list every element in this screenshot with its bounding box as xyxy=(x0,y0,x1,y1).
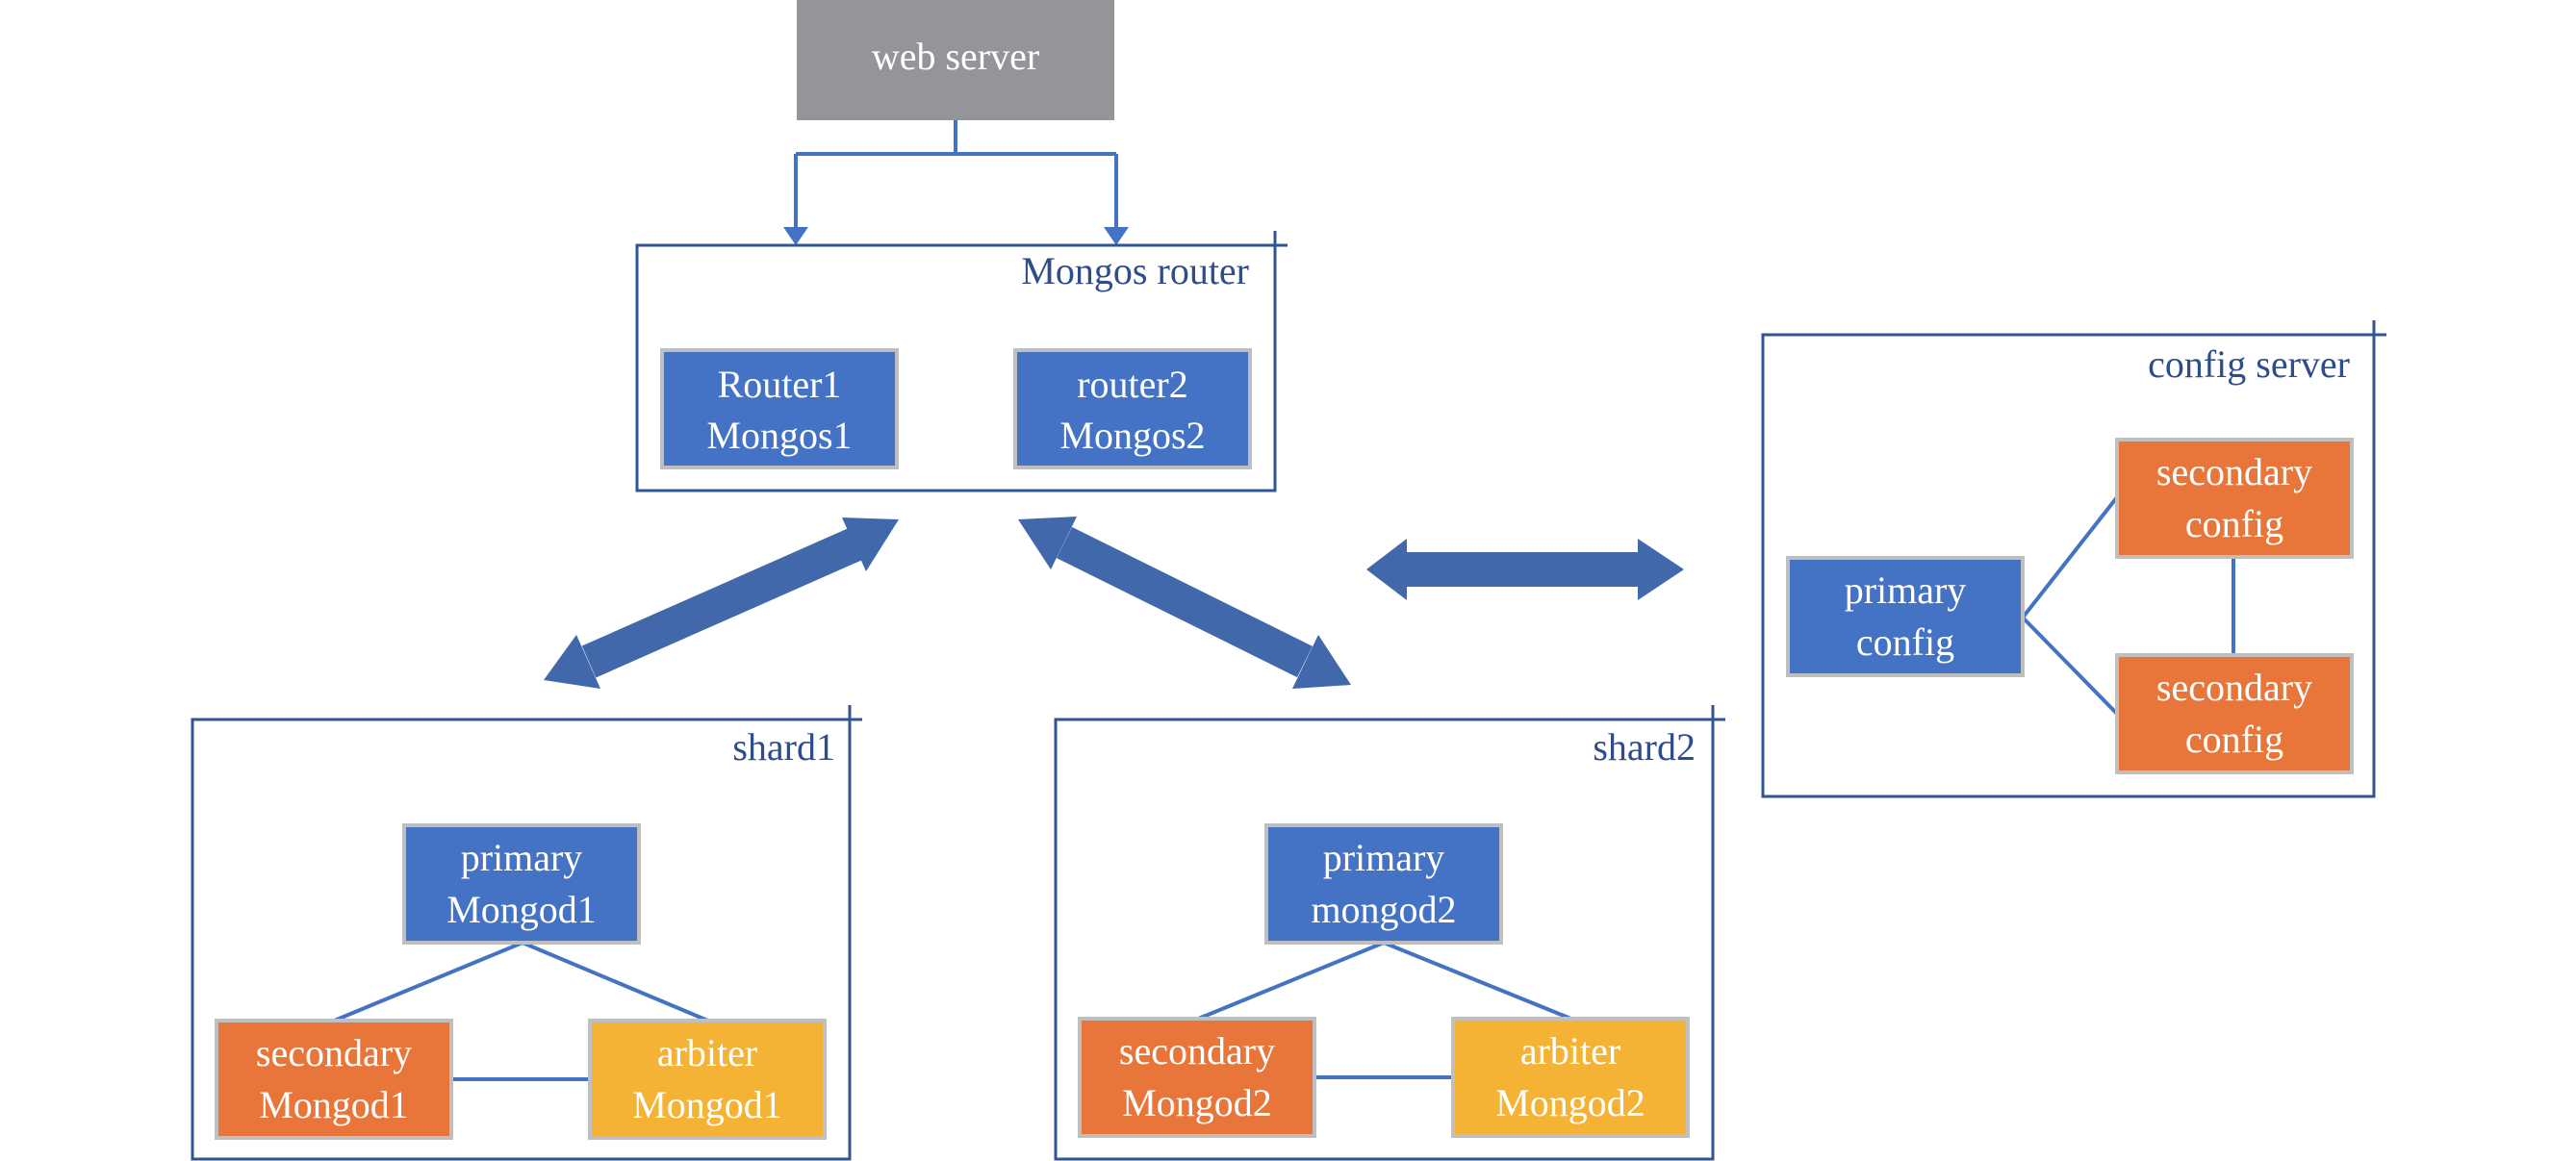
router1-line1: Router1 xyxy=(718,363,842,406)
shard2-primary-node: primary mongod2 xyxy=(1264,823,1503,945)
primary-config-line1: primary xyxy=(1845,568,1967,612)
shard1-arbiter-node: arbiter Mongod1 xyxy=(588,1019,827,1140)
mongos-router-title: Mongos router xyxy=(1021,249,1249,292)
arrowhead-to-router2 xyxy=(1104,227,1129,245)
router2-line1: router2 xyxy=(1077,363,1188,406)
shard2-arbiter-line1: arbiter xyxy=(1520,1029,1620,1073)
shard1-arbiter-line2: Mongod1 xyxy=(632,1083,782,1126)
web-to-router-connector xyxy=(783,120,1129,245)
web-server-node: web server xyxy=(797,0,1114,120)
shard1-primary-node: primary Mongod1 xyxy=(402,823,641,945)
router2-line2: Mongos2 xyxy=(1059,414,1205,457)
router2-node: router2 Mongos2 xyxy=(1013,348,1252,469)
primary-config-line2: config xyxy=(1856,620,1954,664)
secondary-config-bottom-line1: secondary xyxy=(2156,666,2312,709)
secondary-config-top-node: secondary config xyxy=(2115,438,2354,559)
shard1-arbiter-line1: arbiter xyxy=(657,1031,757,1074)
shard2-primary-line2: mongod2 xyxy=(1311,888,1456,931)
primary-config-node: primary config xyxy=(1786,556,2025,677)
shard2-arbiter-line2: Mongod2 xyxy=(1495,1081,1645,1124)
secondary-config-top-line2: config xyxy=(2185,502,2283,545)
arrowhead-to-router1 xyxy=(783,227,808,245)
secondary-config-top-line1: secondary xyxy=(2156,450,2312,493)
arrow-router-shard1 xyxy=(544,517,899,689)
shard2-group: shard2 primary mongod2 secondary Mongod2… xyxy=(1054,705,1725,1161)
mongos-router-group: Mongos router Router1 Mongos1 router2 Mo… xyxy=(635,231,1288,492)
shard1-secondary-node: secondary Mongod1 xyxy=(215,1019,453,1140)
config-server-group: config server primary config secondary c… xyxy=(1761,320,2386,798)
web-server-label: web server xyxy=(872,35,1039,78)
router1-line2: Mongos1 xyxy=(706,414,852,457)
shard1-title: shard1 xyxy=(732,725,835,769)
secondary-config-bottom-node: secondary config xyxy=(2115,653,2354,774)
shard2-primary-line1: primary xyxy=(1323,836,1445,879)
shard2-arbiter-node: arbiter Mongod2 xyxy=(1451,1017,1690,1138)
shard1-secondary-line2: Mongod1 xyxy=(259,1083,409,1126)
shard2-secondary-node: secondary Mongod2 xyxy=(1078,1017,1316,1138)
config-server-title: config server xyxy=(2148,342,2350,386)
shard1-primary-line2: Mongod1 xyxy=(446,888,597,931)
shard2-title: shard2 xyxy=(1593,725,1696,769)
shard2-secondary-line2: Mongod2 xyxy=(1122,1081,1272,1124)
shard1-group: shard1 primary Mongod1 secondary Mongod1… xyxy=(191,705,862,1161)
router1-node: Router1 Mongos1 xyxy=(660,348,899,469)
shard1-secondary-line1: secondary xyxy=(256,1031,412,1074)
shard1-primary-line1: primary xyxy=(461,836,583,879)
secondary-config-bottom-line2: config xyxy=(2185,718,2283,761)
arrow-router-shard2 xyxy=(1018,517,1351,689)
shard2-secondary-line1: secondary xyxy=(1119,1029,1275,1073)
arrow-router-config xyxy=(1366,539,1684,600)
